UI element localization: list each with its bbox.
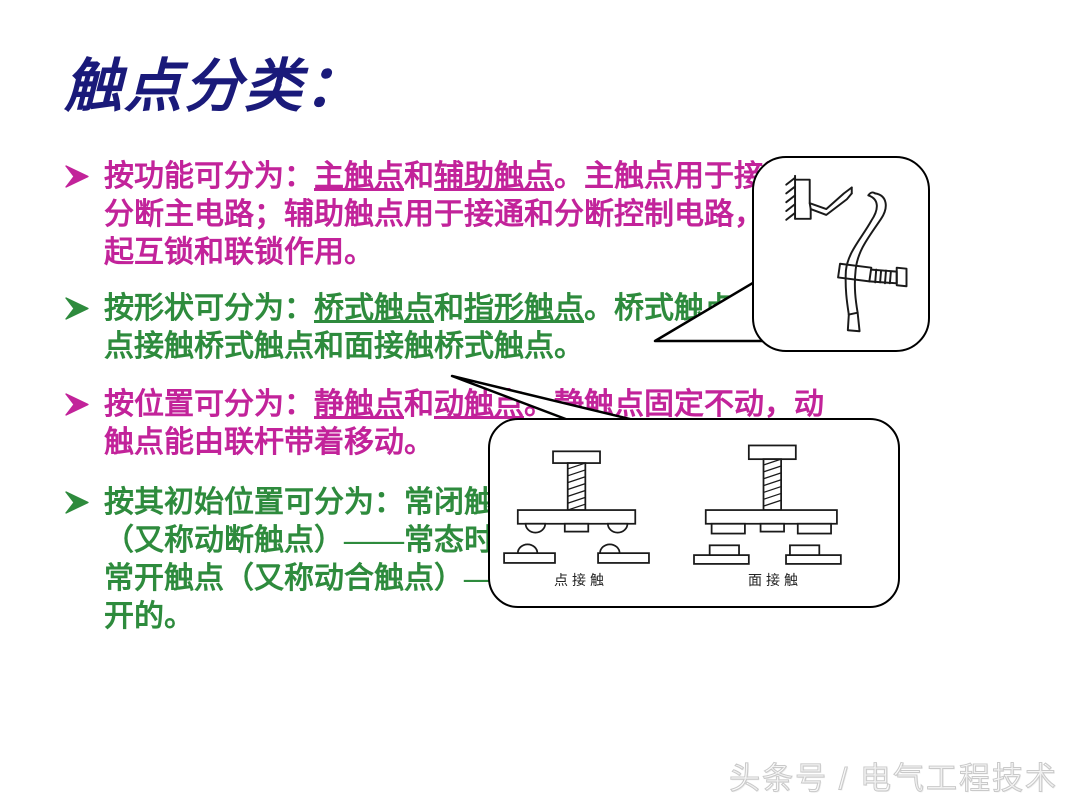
watermark: 头条号 / 电气工程技术 [729,761,1058,797]
bullet-text-underlined: 桥式触点 [314,292,434,325]
bullet-item-shape: 按形状可分为：桥式触点和指形触点。桥式触点又分为 点接触桥式触点和面接触桥式触点… [60,290,1060,366]
callout-bridge-contact: 点接触 面接触 [488,418,900,608]
bullet-text-plain: 。静触点固定不动，动 [524,388,824,421]
arrow-bullet-icon [62,488,92,518]
bullet-text-plain: 按位置可分为： [104,388,314,421]
bullet-line: 开的。 [104,600,194,633]
finger-contact-diagram [785,174,908,333]
bullet-line: 点接触桥式触点和面接触桥式触点。 [104,330,584,363]
bullet-text-underlined: 动触点 [434,388,524,421]
bullet-text-plain: 按形状可分为： [104,292,314,325]
bullet-text-underlined: 静触点 [314,388,404,421]
bullet-text-underlined: 指形触点 [464,292,584,325]
arrow-bullet-icon [62,162,92,192]
bullet-list: 按功能可分为：主触点和辅助触点。主触点用于接通和 分断主电路；辅助触点用于接通和… [60,158,1060,636]
label-surface-contact: 面接触 [748,574,802,589]
bullet-line: 分断主电路；辅助触点用于接通和分断控制电路，还能 [104,198,824,231]
bullet-text-plain: 和 [404,388,434,421]
page-title: 触点分类： [64,54,365,119]
bullet-line: 触点能由联杆带着移动。 [104,426,434,459]
bullet-item-function: 按功能可分为：主触点和辅助触点。主触点用于接通和 分断主电路；辅助触点用于接通和… [60,158,1060,272]
bullet-line: 起互锁和联锁作用。 [104,236,374,269]
arrow-bullet-icon [62,390,92,420]
bullet-text-plain: 和 [434,292,464,325]
bullet-text-plain: 和 [404,160,434,193]
label-point-contact: 点接触 [554,574,608,589]
bullet-text-plain: 按功能可分为： [104,160,314,193]
bullet-text-underlined: 主触点 [314,160,404,193]
arrow-bullet-icon [62,294,92,324]
bridge-contact-diagram [503,444,842,565]
bullet-text-underlined: 辅助触点 [434,160,554,193]
callout-finger-contact [752,156,930,352]
